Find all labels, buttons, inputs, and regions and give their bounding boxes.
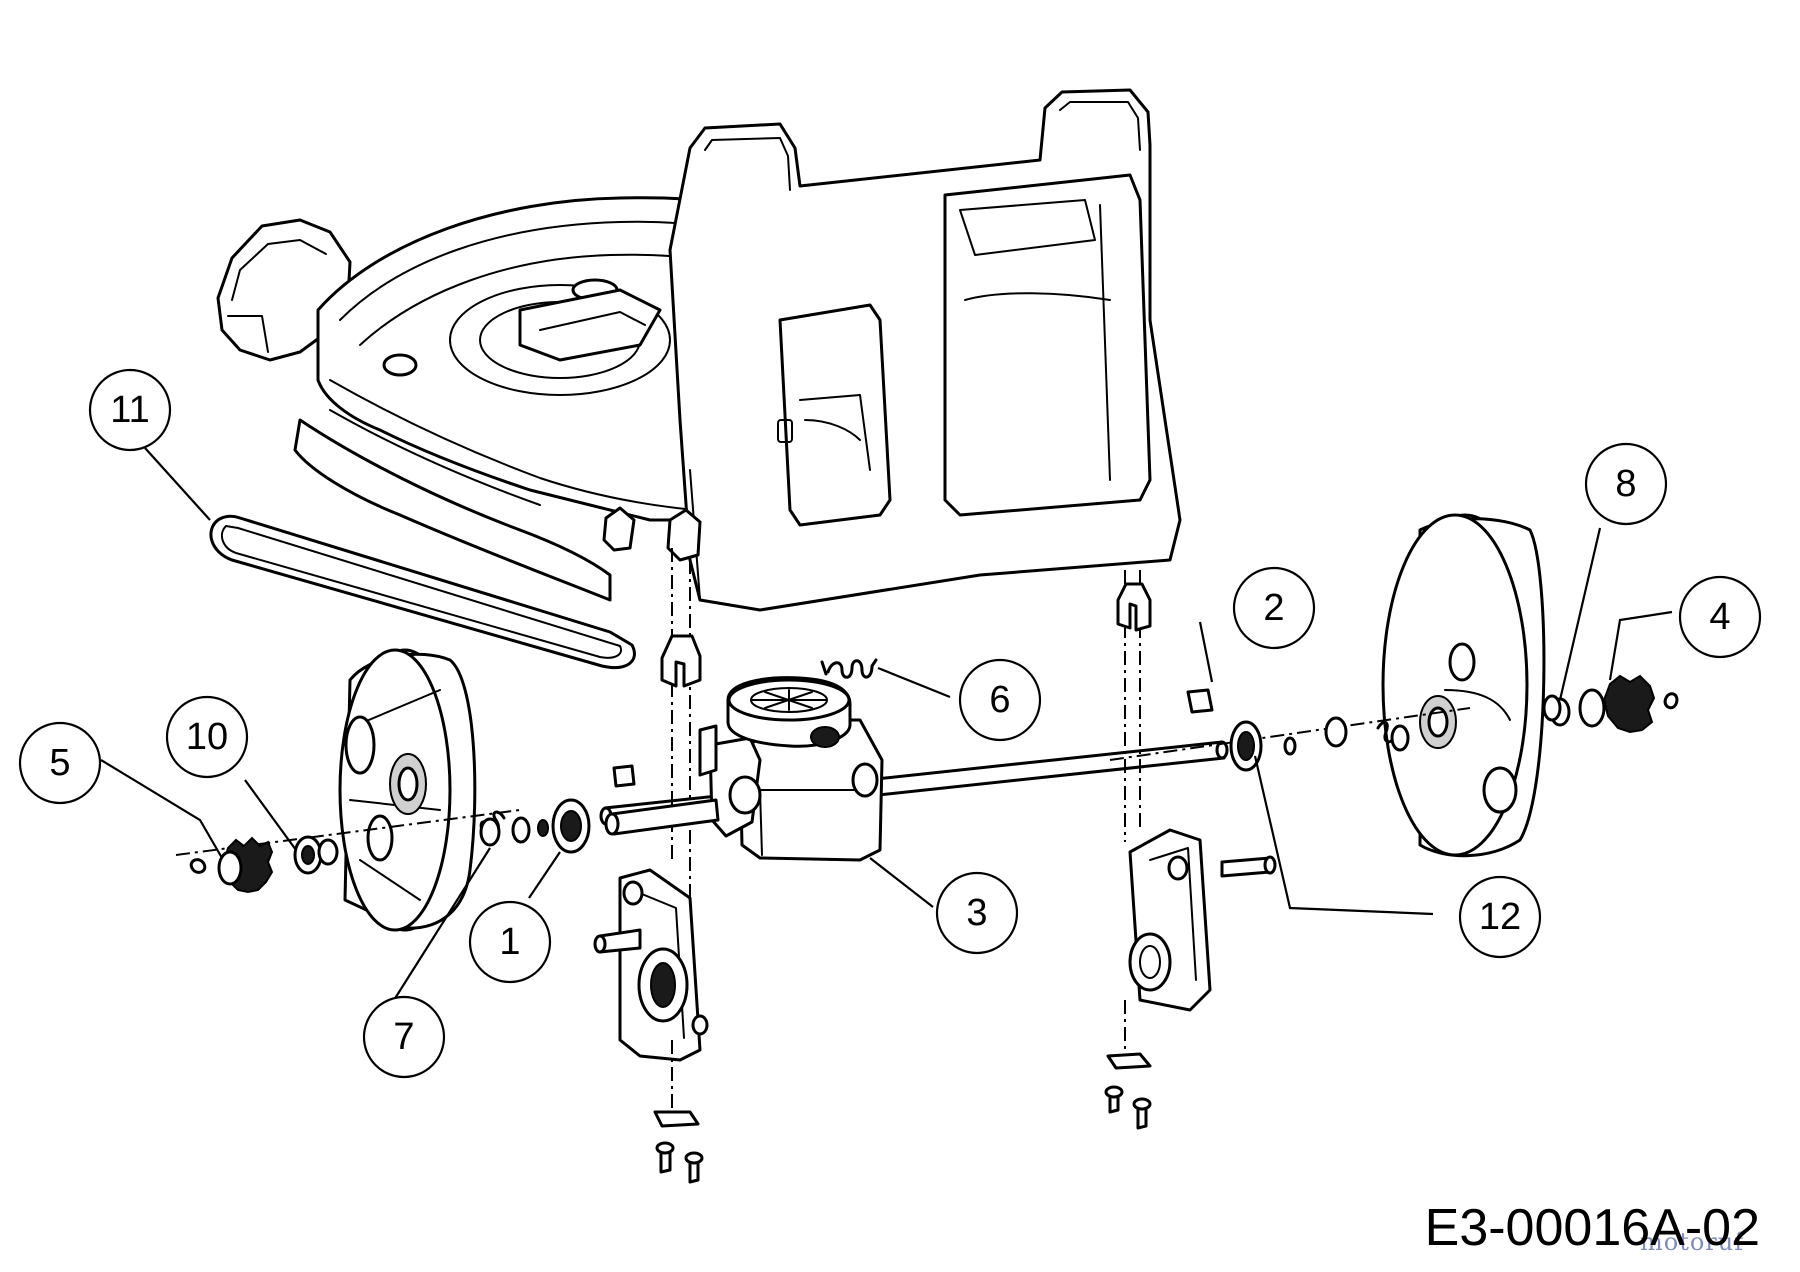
callout-7: 7	[362, 995, 446, 1079]
gear-4	[1549, 674, 1679, 734]
washer-10	[293, 835, 339, 875]
callout-6: 6	[958, 658, 1042, 742]
callout-11: 11	[88, 368, 172, 452]
washer-stack-left	[479, 810, 549, 847]
callout-number: 8	[1615, 463, 1636, 505]
callout-circle	[1678, 575, 1762, 659]
shaft-end-left	[604, 798, 720, 836]
clip-right	[1116, 582, 1152, 632]
callout-number: 10	[186, 716, 228, 758]
callout-number: 1	[499, 921, 520, 963]
clip-left	[660, 634, 702, 688]
spring-6	[820, 658, 878, 679]
callout-10: 10	[165, 695, 249, 779]
left-axle-bracket	[593, 868, 709, 1184]
right-axle-bracket	[1104, 828, 1277, 1130]
callout-circle	[958, 658, 1042, 742]
callout-circle	[1458, 875, 1542, 959]
callout-4: 4	[1678, 575, 1762, 659]
watermark: motoruf	[1640, 1228, 1745, 1256]
callout-number: 6	[989, 679, 1010, 721]
callout-number: 5	[49, 742, 70, 784]
key-left	[612, 764, 636, 788]
left-rear-wheel	[338, 648, 477, 932]
callout-circle	[1584, 442, 1668, 526]
v-belt	[209, 514, 636, 669]
callout-2: 2	[1232, 566, 1316, 650]
callout-5: 5	[18, 721, 102, 805]
gear-5	[189, 836, 274, 894]
callout-circle	[1232, 566, 1316, 650]
callout-number: 2	[1263, 587, 1284, 629]
right-axle-parts	[1229, 716, 1410, 772]
callout-number: 4	[1709, 596, 1730, 638]
gearbox	[698, 676, 884, 862]
callout-circle	[362, 995, 446, 1079]
callout-number: 11	[110, 389, 149, 431]
key-2	[1186, 688, 1214, 714]
callout-number: 3	[966, 892, 987, 934]
washer-8	[1542, 694, 1562, 722]
callout-12: 12	[1458, 875, 1542, 959]
callout-circle	[935, 871, 1019, 955]
callout-circle	[468, 900, 552, 984]
callout-number: 12	[1479, 896, 1521, 938]
mower-deck	[216, 88, 1182, 612]
callout-circle	[165, 695, 249, 779]
callout-circle	[18, 721, 102, 805]
callout-8: 8	[1584, 442, 1668, 526]
right-rear-wheel	[1381, 513, 1546, 858]
callout-number: 7	[393, 1016, 414, 1058]
drawing-code: E3-00016A-02	[1424, 1199, 1760, 1257]
bearing-1	[551, 798, 591, 854]
callout-1: 1	[468, 900, 552, 984]
callout-circle	[88, 368, 172, 452]
leader-lines	[100, 447, 1673, 1001]
callout-3: 3	[935, 871, 1019, 955]
